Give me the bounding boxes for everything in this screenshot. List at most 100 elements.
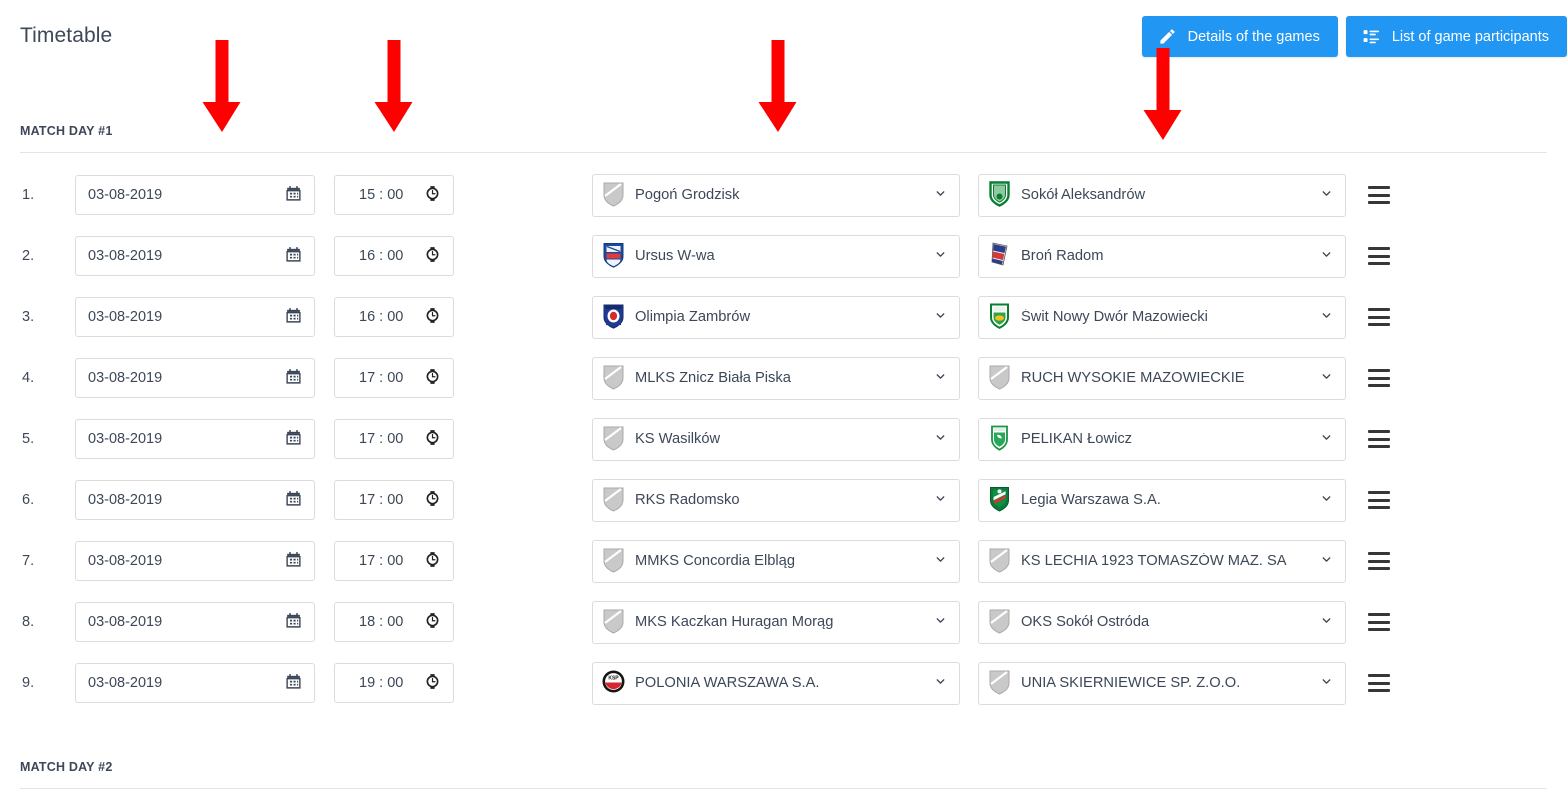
chevron-down-icon[interactable] bbox=[1320, 675, 1333, 692]
table-row: 8. 03-08-2019 18 : 00 MKS Kaczkan Huraga… bbox=[0, 599, 1567, 645]
home-team-name: RKS Radomsko bbox=[635, 492, 740, 508]
clock-icon[interactable] bbox=[424, 551, 441, 572]
chevron-down-icon[interactable] bbox=[1320, 248, 1333, 265]
match-time-input[interactable]: 17 : 00 bbox=[334, 419, 454, 459]
chevron-down-icon[interactable] bbox=[934, 553, 947, 570]
drag-handle-icon[interactable] bbox=[1368, 552, 1390, 570]
clock-icon[interactable] bbox=[424, 185, 441, 206]
drag-handle-icon[interactable] bbox=[1368, 491, 1390, 509]
calendar-icon[interactable] bbox=[285, 673, 302, 694]
match-day-heading-2: MATCH DAY #2 bbox=[20, 760, 113, 774]
match-date-input[interactable]: 03-08-2019 bbox=[75, 602, 315, 642]
home-team-name: Ursus W-wa bbox=[635, 248, 715, 264]
away-team-select[interactable]: RUCH WYSOKIE MAZOWIECKIE bbox=[978, 356, 1346, 400]
list-of-game-participants-button[interactable]: List of game participants bbox=[1345, 16, 1567, 57]
away-team-select[interactable]: Świt Nowy Dwór Mazowiecki bbox=[978, 295, 1346, 339]
chevron-down-icon[interactable] bbox=[1320, 553, 1333, 570]
clock-icon[interactable] bbox=[424, 246, 441, 267]
details-of-the-games-button[interactable]: Details of the games bbox=[1141, 16, 1338, 57]
match-date-input[interactable]: 03-08-2019 bbox=[75, 541, 315, 581]
chevron-down-icon[interactable] bbox=[934, 675, 947, 692]
match-date-input[interactable]: 03-08-2019 bbox=[75, 236, 315, 276]
chevron-down-icon[interactable] bbox=[934, 614, 947, 631]
calendar-icon[interactable] bbox=[285, 307, 302, 328]
match-time-input[interactable]: 16 : 00 bbox=[334, 297, 454, 337]
drag-handle-icon[interactable] bbox=[1368, 247, 1390, 265]
match-date-input[interactable]: 03-08-2019 bbox=[75, 480, 315, 520]
away-team-select[interactable]: Legia Warszawa S.A. bbox=[978, 478, 1346, 522]
calendar-icon[interactable] bbox=[285, 551, 302, 572]
match-time-input[interactable]: 19 : 00 bbox=[334, 663, 454, 703]
chevron-down-icon[interactable] bbox=[934, 431, 947, 448]
chevron-down-icon[interactable] bbox=[1320, 370, 1333, 387]
clock-icon[interactable] bbox=[424, 429, 441, 450]
away-team-select[interactable]: Broń Radom bbox=[978, 234, 1346, 278]
match-time-input[interactable]: 17 : 00 bbox=[334, 480, 454, 520]
drag-handle-icon[interactable] bbox=[1368, 369, 1390, 387]
calendar-icon[interactable] bbox=[285, 185, 302, 206]
away-team-select[interactable]: Sokół Aleksandrów bbox=[978, 173, 1346, 217]
chevron-down-icon[interactable] bbox=[1320, 187, 1333, 204]
away-team-name: KS LECHIA 1923 TOMASZÓW MAZ. SA bbox=[1021, 553, 1287, 569]
calendar-icon[interactable] bbox=[285, 246, 302, 267]
match-date-input[interactable]: 03-08-2019 bbox=[75, 297, 315, 337]
clock-icon[interactable] bbox=[424, 368, 441, 389]
match-time-input[interactable]: 17 : 00 bbox=[334, 358, 454, 398]
chevron-down-icon[interactable] bbox=[934, 187, 947, 204]
clock-icon[interactable] bbox=[424, 673, 441, 694]
home-team-select[interactable]: Pogoń Grodzisk bbox=[592, 173, 960, 217]
away-team-select[interactable]: OKS Sokół Ostróda bbox=[978, 600, 1346, 644]
match-date-input[interactable]: 03-08-2019 bbox=[75, 175, 315, 215]
chevron-down-icon[interactable] bbox=[1320, 431, 1333, 448]
home-team-select[interactable]: Ursus W-wa bbox=[592, 234, 960, 278]
match-date-value: 03-08-2019 bbox=[88, 553, 163, 569]
match-time-input[interactable]: 17 : 00 bbox=[334, 541, 454, 581]
calendar-icon[interactable] bbox=[285, 490, 302, 511]
home-team-select[interactable]: KSP POLONIA WARSZAWA S.A. bbox=[592, 661, 960, 705]
match-time-input[interactable]: 16 : 00 bbox=[334, 236, 454, 276]
drag-handle-icon[interactable] bbox=[1368, 430, 1390, 448]
home-team-select[interactable]: Olimpia Zambrów bbox=[592, 295, 960, 339]
row-number: 5. bbox=[22, 431, 35, 447]
match-date-input[interactable]: 03-08-2019 bbox=[75, 419, 315, 459]
drag-handle-icon[interactable] bbox=[1368, 613, 1390, 631]
home-team-select[interactable]: RKS Radomsko bbox=[592, 478, 960, 522]
away-team-name: PELIKAN Łowicz bbox=[1021, 431, 1133, 447]
away-team-select[interactable]: KS LECHIA 1923 TOMASZÓW MAZ. SA bbox=[978, 539, 1346, 583]
away-team-name: UNIA SKIERNIEWICE SP. Z.O.O. bbox=[1021, 675, 1241, 691]
chevron-down-icon[interactable] bbox=[1320, 492, 1333, 509]
chevron-down-icon[interactable] bbox=[934, 492, 947, 509]
home-team-select[interactable]: MLKS Znicz Biała Piska bbox=[592, 356, 960, 400]
arrow-to-details-button bbox=[1140, 48, 1186, 145]
match-date-value: 03-08-2019 bbox=[88, 492, 163, 508]
drag-handle-icon[interactable] bbox=[1368, 186, 1390, 204]
match-date-input[interactable]: 03-08-2019 bbox=[75, 663, 315, 703]
chevron-down-icon[interactable] bbox=[1320, 309, 1333, 326]
calendar-icon[interactable] bbox=[285, 429, 302, 450]
drag-handle-icon[interactable] bbox=[1368, 308, 1390, 326]
clock-icon[interactable] bbox=[424, 307, 441, 328]
match-date-input[interactable]: 03-08-2019 bbox=[75, 358, 315, 398]
clock-icon[interactable] bbox=[424, 612, 441, 633]
clock-icon[interactable] bbox=[424, 490, 441, 511]
calendar-icon[interactable] bbox=[285, 612, 302, 633]
away-team-select[interactable]: PELIKAN Łowicz bbox=[978, 417, 1346, 461]
home-team-name: MKS Kaczkan Huragan Morąg bbox=[635, 614, 834, 630]
chevron-down-icon[interactable] bbox=[934, 248, 947, 265]
away-team-select[interactable]: UNIA SKIERNIEWICE SP. Z.O.O. bbox=[978, 661, 1346, 705]
chevron-down-icon[interactable] bbox=[934, 309, 947, 326]
home-team-select[interactable]: MMKS Concordia Elbląg bbox=[592, 539, 960, 583]
match-date-value: 03-08-2019 bbox=[88, 675, 163, 691]
match-time-input[interactable]: 18 : 00 bbox=[334, 602, 454, 642]
section-divider-1 bbox=[20, 152, 1547, 153]
home-team-select[interactable]: KS Wasilków bbox=[592, 417, 960, 461]
drag-handle-icon[interactable] bbox=[1368, 674, 1390, 692]
arrow-to-date-column bbox=[199, 40, 245, 137]
chevron-down-icon[interactable] bbox=[934, 370, 947, 387]
calendar-icon[interactable] bbox=[285, 368, 302, 389]
home-team-crest-icon bbox=[601, 546, 626, 577]
details-of-the-games-label: Details of the games bbox=[1187, 28, 1320, 45]
home-team-select[interactable]: MKS Kaczkan Huragan Morąg bbox=[592, 600, 960, 644]
match-time-input[interactable]: 15 : 00 bbox=[334, 175, 454, 215]
chevron-down-icon[interactable] bbox=[1320, 614, 1333, 631]
